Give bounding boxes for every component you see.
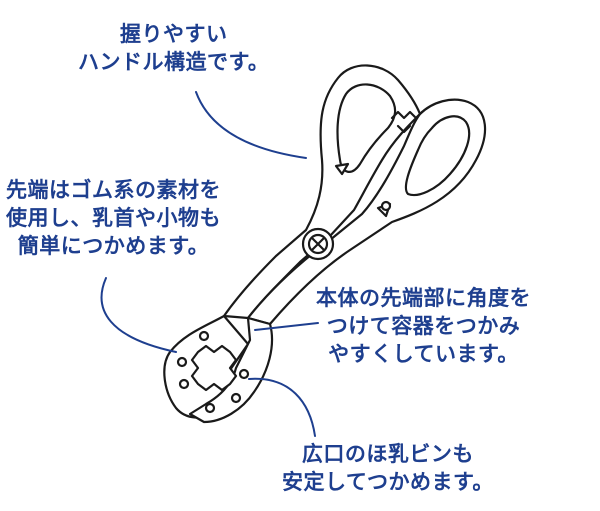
teeth <box>390 110 424 134</box>
callout-angle-line-3: やすくしています。 <box>328 342 519 366</box>
callout-tip: 先端はゴム系の素材を 使用し、乳首や小物も 簡単につかめます。 <box>6 176 221 260</box>
right-handle-inner <box>404 115 471 197</box>
tip-hole-5 <box>230 392 242 404</box>
callout-handle: 握りやすい ハンドル構造です。 <box>78 20 269 76</box>
tip-hole-2 <box>178 378 190 390</box>
callout-bottle-line-2: 安定してつかめます。 <box>282 470 494 494</box>
hinge-cross <box>310 236 326 252</box>
callout-angle-line-2: つけて容器をつかみ <box>326 314 521 338</box>
callout-handle-line-2: ハンドル構造です。 <box>78 50 270 74</box>
callout-angle-line-1: 本体の先端部に角度を <box>316 286 531 310</box>
rivet-right <box>380 200 392 212</box>
leader-angle <box>254 322 319 331</box>
tip-hole-1 <box>176 356 188 368</box>
callout-tip-line-3: 簡単につかめます。 <box>17 234 210 258</box>
tip-hole-3 <box>204 402 216 414</box>
callout-handle-line-1: 握りやすい <box>119 22 228 46</box>
left-handle-inner <box>336 83 397 173</box>
tip-hole-6 <box>198 330 210 342</box>
callout-bottle-line-1: 広口のほ乳ビンも <box>301 442 474 466</box>
callout-tip-line-2: 使用し、乳首や小物も <box>6 206 221 230</box>
tip-hole-4 <box>238 368 250 380</box>
callout-bottle: 広口のほ乳ビンも 安定してつかめます。 <box>282 440 494 496</box>
triangle-mark-left <box>334 162 350 176</box>
rubber-tip-grip <box>190 344 238 392</box>
callout-tip-line-1: 先端はゴム系の素材を <box>6 178 221 202</box>
leader-handle <box>195 91 307 159</box>
leader-tip <box>100 277 177 353</box>
leader-bottle <box>248 377 316 437</box>
callout-angle: 本体の先端部に角度を つけて容器をつかみ やすくしています。 <box>316 284 531 368</box>
